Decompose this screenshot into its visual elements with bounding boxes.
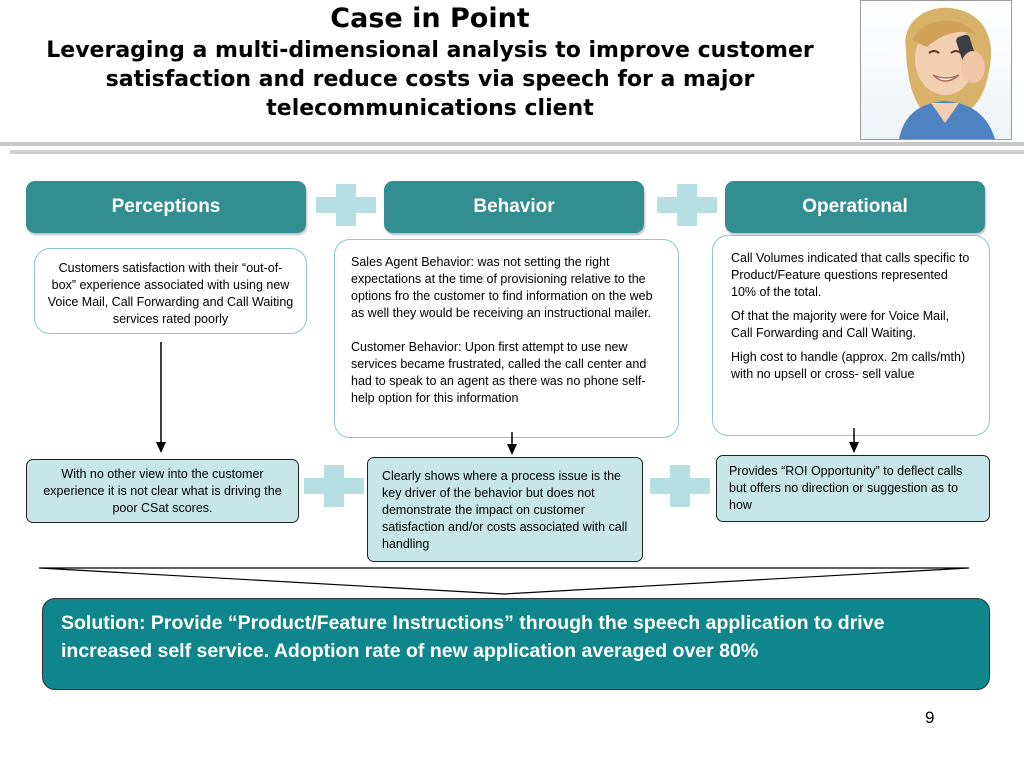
page-number: 9 <box>925 708 935 727</box>
perceptions-finding-box: With no other view into the customer exp… <box>26 459 299 523</box>
plus-connector-icon <box>304 465 364 507</box>
behavior-detail-sales-agent: Sales Agent Behavior: was not setting th… <box>351 255 653 320</box>
funnel-chevron-icon <box>38 567 970 595</box>
behavior-header-label: Behavior <box>473 196 555 217</box>
plus-connector-icon <box>316 184 376 226</box>
plus-connector-icon <box>657 184 717 226</box>
title-block: Case in Point Leveraging a multi-dimensi… <box>0 2 860 123</box>
operational-finding-box: Provides “ROI Opportunity” to deflect ca… <box>716 455 990 522</box>
behavior-detail-customer: Customer Behavior: Upon first attempt to… <box>351 340 647 405</box>
page-subtitle: Leveraging a multi-dimensional analysis … <box>46 38 814 121</box>
behavior-finding-text: Clearly shows where a process issue is t… <box>382 469 628 551</box>
page-title: Case in Point <box>330 3 530 34</box>
woman-on-phone-image <box>861 1 1011 139</box>
perceptions-detail-text: Customers satisfaction with their “out-o… <box>47 261 294 326</box>
perceptions-detail-box: Customers satisfaction with their “out-o… <box>34 248 307 334</box>
woman-on-phone-photo <box>860 0 1012 140</box>
perceptions-header-label: Perceptions <box>111 196 221 217</box>
behavior-header: Behavior <box>384 181 644 233</box>
perceptions-finding-text: With no other view into the customer exp… <box>43 467 282 515</box>
operational-detail-box: Call Volumes indicated that calls specif… <box>712 235 990 436</box>
header-divider-bottom <box>10 150 1024 154</box>
operational-detail-majority: Of that the majority were for Voice Mail… <box>731 309 950 340</box>
down-arrow-icon <box>156 342 166 453</box>
down-arrow-icon <box>849 428 859 453</box>
operational-header-label: Operational <box>802 196 908 217</box>
solution-text: Solution: Provide “Product/Feature Instr… <box>61 612 885 662</box>
operational-finding-text: Provides “ROI Opportunity” to deflect ca… <box>729 464 963 512</box>
plus-connector-icon <box>650 465 710 507</box>
operational-detail-call-volumes: Call Volumes indicated that calls specif… <box>731 251 970 299</box>
perceptions-header: Perceptions <box>26 181 306 233</box>
behavior-finding-box: Clearly shows where a process issue is t… <box>367 457 643 562</box>
down-arrow-icon <box>507 432 517 455</box>
behavior-detail-box: Sales Agent Behavior: was not setting th… <box>334 239 679 438</box>
operational-detail-cost: High cost to handle (approx. 2m calls/mt… <box>731 350 966 381</box>
operational-header: Operational <box>725 181 985 233</box>
solution-box: Solution: Provide “Product/Feature Instr… <box>42 598 990 690</box>
header-divider-top <box>0 142 1024 146</box>
